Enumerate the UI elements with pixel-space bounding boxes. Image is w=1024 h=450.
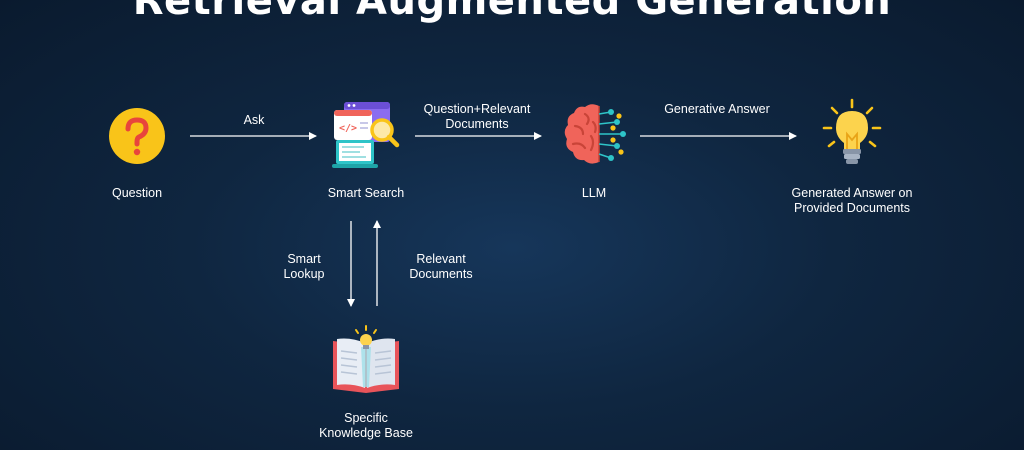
answer-label: Generated Answer on Provided Documents — [772, 186, 932, 216]
lightbulb-icon — [822, 98, 882, 164]
edge-label-generative-answer: Generative Answer — [664, 102, 770, 116]
smart-search-label: Smart Search — [327, 186, 405, 200]
question-label: Question — [111, 186, 163, 200]
edge-label-relevant-documents: Relevant Documents — [396, 252, 486, 282]
search-documents-icon: </> — [332, 102, 400, 168]
knowledge-base-label-line1: Specific — [344, 411, 388, 425]
answer-label-line2: Provided Documents — [793, 201, 911, 215]
edge-label-ask: Ask — [243, 113, 265, 127]
open-book-icon — [333, 325, 399, 393]
diagram-title: Retrieval Augmented Generation — [132, 0, 892, 24]
edge-label-smart-lookup-line1: Smart — [287, 252, 321, 266]
edge-label-question-relevant-line1: Question+Relevant — [423, 102, 531, 116]
edge-label-question-relevant: Question+Relevant Documents — [407, 102, 547, 132]
knowledge-base-label-line2: Knowledge Base — [319, 426, 413, 440]
edge-label-relevant-documents-line2: Documents — [409, 267, 473, 281]
edge-label-question-relevant-line2: Documents — [445, 117, 509, 131]
edge-label-relevant-documents-line1: Relevant — [416, 252, 466, 266]
question-mark-icon — [109, 108, 165, 164]
edge-label-smart-lookup-line2: Lookup — [283, 267, 325, 281]
edge-label-smart-lookup: Smart Lookup — [274, 252, 334, 282]
svg-text:</>: </> — [339, 123, 357, 134]
brain-icon — [564, 104, 626, 164]
llm-label: LLM — [581, 186, 607, 200]
knowledge-base-label: Specific Knowledge Base — [296, 411, 436, 441]
answer-label-line1: Generated Answer on — [791, 186, 913, 200]
